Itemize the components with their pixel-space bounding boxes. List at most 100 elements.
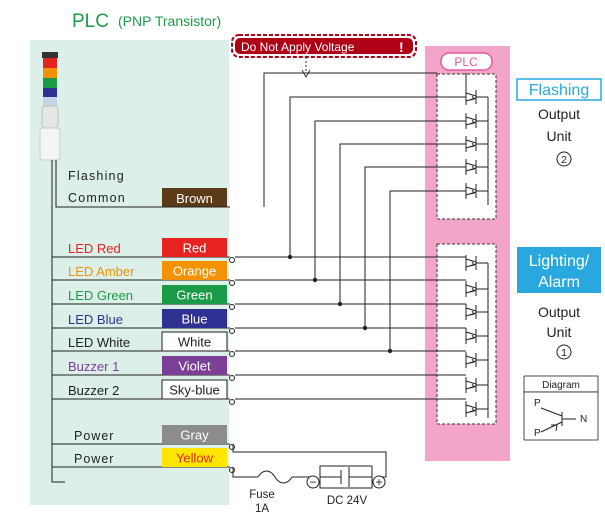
wire-color-label-green: Green (176, 288, 212, 303)
lighting-unit-title-line2: Alarm (538, 274, 580, 291)
flashing-transistor-1 (465, 89, 488, 105)
signal-tower-icon (39, 52, 61, 161)
junction-dot-4 (362, 325, 368, 331)
wire-terminal-sky-blue (229, 399, 235, 405)
flashing-unit-title: Flashing (529, 82, 589, 99)
lighting-transistor-2 (465, 281, 488, 297)
wire-color-box-orange (162, 261, 227, 280)
wire-color-label-red: Red (183, 241, 207, 256)
wire-function-label-red: LED Red (68, 241, 121, 256)
flashing-unit-title-box (516, 78, 602, 101)
flashing-common-label-line1: Flashing (68, 169, 125, 183)
wire-terminal-violet (229, 375, 235, 381)
wire-function-label-orange: LED Amber (68, 264, 135, 279)
wire-color-label-orange: Orange (173, 264, 216, 279)
supply-plus-terminal (372, 475, 386, 489)
junction-dot-3 (337, 301, 343, 307)
flashing-branch-3 (339, 143, 466, 304)
flashing-branch-1 (289, 96, 466, 257)
wire-color-box-violet (162, 356, 227, 375)
wire-color-box-red (162, 238, 227, 257)
lighting-transistor-5 (465, 352, 488, 368)
junction-dot-2 (312, 277, 318, 283)
power-label-gray: Power (74, 429, 114, 443)
wire-function-label-sky-blue: Buzzer 2 (68, 383, 119, 398)
flashing-unit-number: 2 (561, 154, 567, 166)
transistor-symbols (465, 73, 489, 418)
wire-color-label-blue: Blue (181, 312, 207, 327)
lighting-unit-number-circle (556, 344, 572, 360)
wire-function-label-violet: Buzzer 1 (68, 359, 119, 374)
lighting-unit-output: Output (538, 304, 580, 320)
warning-mark: ! (399, 39, 404, 55)
plc-badge-label: PLC (454, 55, 478, 69)
wire-color-box-sky-blue (161, 379, 228, 400)
flashing-branch-5 (389, 190, 466, 351)
lighting-unit-unit: Unit (547, 324, 572, 340)
flashing-branch-2 (314, 120, 466, 280)
lighting-unit-title-line1: Lighting/ (529, 253, 590, 270)
flashing-transistor-4 (465, 159, 488, 175)
supply-plus-sign: + (375, 475, 382, 489)
wire-color-label-white: White (178, 335, 211, 350)
wire-color-label-gray: Gray (180, 428, 209, 443)
wire-terminal-orange (229, 280, 235, 286)
wire-color-box-green (162, 285, 227, 304)
transistor-legend: Diagram P P N (523, 375, 599, 441)
wire-terminal-power-yellow (229, 467, 235, 473)
wire-function-label-green: LED Green (68, 288, 133, 303)
junction-dot-1 (287, 254, 293, 260)
flashing-common-label-line2: Common (68, 191, 126, 205)
flashing-transistor-2 (465, 113, 488, 129)
wire-color-box-blue (162, 309, 227, 328)
wire-color-label-sky-blue: Sky-blue (169, 383, 220, 398)
lighting-transistor-6 (465, 377, 488, 393)
fuse-rating: 1A (255, 503, 269, 515)
title-transistor-type: (PNP Transistor) (118, 13, 221, 29)
lighting-transistor-3 (465, 304, 488, 320)
supply-minus-terminal (306, 475, 320, 489)
flashing-transistor-3 (465, 136, 488, 152)
power-circuit (232, 444, 387, 489)
legend-n: N (580, 414, 587, 425)
wire-color-box-gray (162, 425, 227, 444)
wire-brown (55, 160, 230, 208)
wire-gray-return (232, 444, 387, 478)
lighting-transistor-1 (465, 255, 488, 271)
fuse-symbol (257, 470, 293, 484)
wire-color-box-brown (162, 188, 227, 207)
wire-color-label-violet: Violet (178, 359, 211, 374)
wire-terminal-white (229, 351, 235, 357)
warning-callout: Do Not Apply Voltage ! (231, 34, 417, 79)
wire-flashing-common-to-plc (263, 72, 437, 207)
lighting-unit-number: 1 (561, 347, 567, 359)
warning-text: Do Not Apply Voltage (241, 40, 355, 54)
wire-terminal-red (229, 257, 235, 263)
legend-p-bottom: P (534, 428, 541, 439)
lighting-transistor-4 (465, 328, 488, 344)
legend-p-top: P (534, 398, 541, 409)
wire-color-label-yellow: Yellow (176, 451, 214, 466)
wire-function-label-blue: LED Blue (68, 312, 123, 327)
wire-terminal-blue (229, 328, 235, 334)
flashing-unit-number-circle (556, 151, 572, 167)
junction-dot-5 (387, 348, 393, 354)
plc-badge (440, 52, 493, 71)
flashing-unit-unit: Unit (547, 128, 572, 144)
fuse-label: Fuse (249, 489, 275, 501)
wire-function-label-white: LED White (68, 335, 130, 350)
legend-title: Diagram (542, 380, 580, 391)
flashing-branch-4 (364, 166, 466, 328)
wire-terminal-power-gray (229, 444, 235, 450)
flashing-transistor-5 (465, 183, 488, 199)
power-label-yellow: Power (74, 452, 114, 466)
supply-minus-sign: − (309, 475, 316, 489)
wire-yellow-to-fuse (232, 467, 258, 478)
wire-color-label-brown: Brown (176, 191, 213, 206)
wire-terminal-green (229, 304, 235, 310)
lighting-transistor-7 (465, 401, 488, 417)
supply-label: DC 24V (327, 495, 368, 507)
